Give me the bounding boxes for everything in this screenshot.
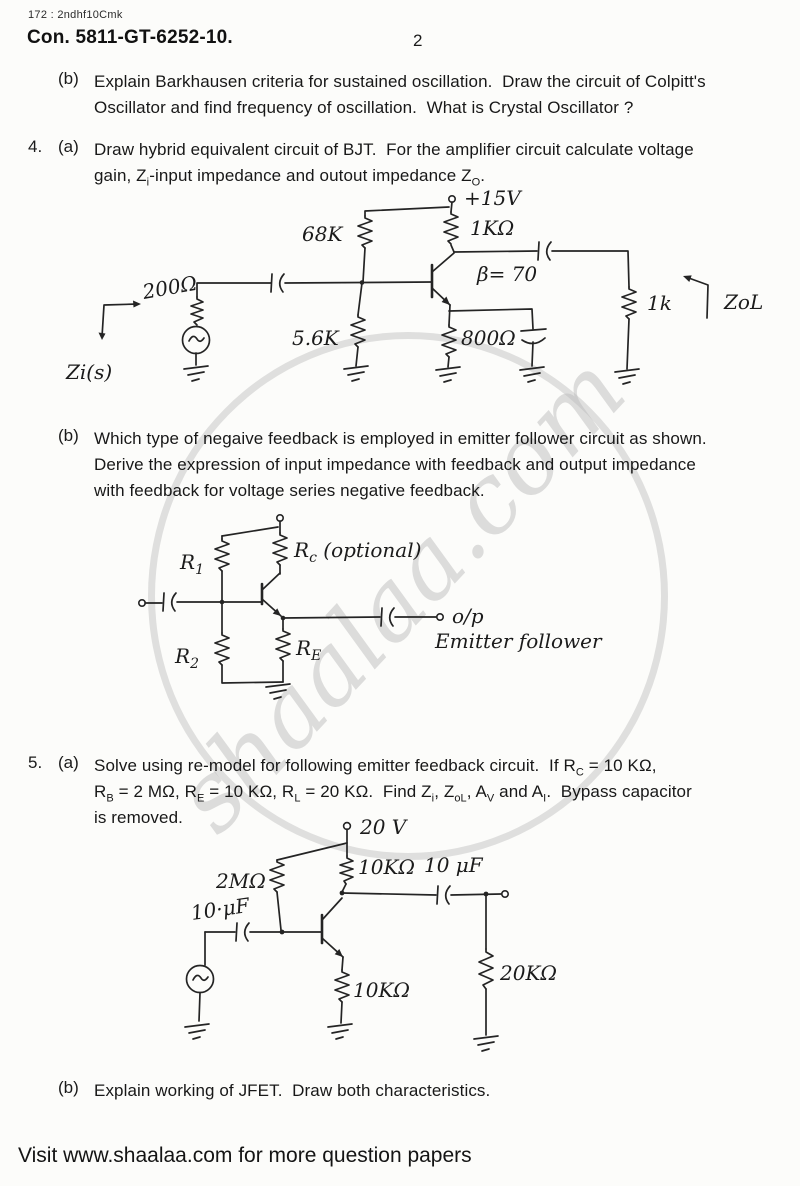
label-output-terminal: o/p xyxy=(452,604,484,628)
footer-text: Visit www.shaalaa.com for more question … xyxy=(18,1144,472,1167)
label-resistor-800: 800Ω xyxy=(461,326,516,350)
label-resistor-68k: 68K xyxy=(302,222,343,246)
label-resistor-r2: R2 xyxy=(174,644,199,672)
label-beta: β= 70 xyxy=(476,262,537,286)
label-capacitor-output: 10 μF xyxy=(424,853,484,877)
document-number: Con. 5811-GT-6252-10. xyxy=(27,27,233,48)
page-number: 2 xyxy=(413,31,423,50)
label-input-impedance: Zi(s) xyxy=(65,360,112,384)
question-number: 5. xyxy=(28,753,43,772)
label-resistor-rc-optional: Rc (optional) xyxy=(293,538,421,566)
label-resistor-5k6: 5.6K xyxy=(292,326,340,350)
question-text: Explain Barkhausen criteria for sustaine… xyxy=(94,72,706,117)
question-number: 4. xyxy=(28,137,43,156)
circuit2-wires xyxy=(137,514,444,700)
label-capacitor-input: 10·μF xyxy=(189,893,252,925)
question-part-label: (a) xyxy=(58,753,79,772)
question-text: Which type of negaive feedback is employ… xyxy=(94,429,707,500)
label-resistor-load-1k: 1k xyxy=(647,291,672,315)
circuit1-wires xyxy=(98,195,709,385)
question-part-label: (a) xyxy=(58,137,79,156)
scan-code: 172 : 2ndhf10Cmk xyxy=(28,9,123,21)
label-supply-voltage: 20 V xyxy=(359,815,409,839)
circuit3-wires xyxy=(184,821,509,1052)
label-output-impedance: ZoL xyxy=(723,290,763,314)
label-resistor-1k-collector: 1KΩ xyxy=(470,216,514,240)
watermark-circle xyxy=(148,332,668,860)
question-part-label: (b) xyxy=(58,1078,79,1097)
label-supply-voltage: +15V xyxy=(464,186,523,210)
question-text: Draw hybrid equivalent circuit of BJT. F… xyxy=(94,140,694,189)
circuit-emitter-follower: R1 R2 Rc (optional) RE o/p Emitter follo… xyxy=(137,514,603,700)
circuit-emitter-feedback: 20 V 2MΩ 10KΩ 10 μF 10·μF 10KΩ 20KΩ xyxy=(184,815,557,1052)
label-resistor-10k-collector: 10KΩ xyxy=(358,855,415,879)
label-resistor-20k-load: 20KΩ xyxy=(499,961,557,985)
question-text: Solve using re-model for following emitt… xyxy=(94,756,692,827)
label-emitter-follower-caption: Emitter follower xyxy=(434,629,603,653)
label-resistor-10k-emitter: 10KΩ xyxy=(353,978,410,1002)
label-resistor-re: RE xyxy=(295,636,321,664)
question-part-label: (b) xyxy=(58,69,79,88)
question-text: Explain working of JFET. Draw both chara… xyxy=(94,1081,491,1100)
circuit-bjt-amplifier: +15V 68K 1KΩ β= 70 200Ω 5.6K 800Ω 1k ZoL… xyxy=(65,186,763,385)
label-resistor-r1: R1 xyxy=(179,550,204,578)
question-part-label: (b) xyxy=(58,426,79,445)
label-resistor-200: 200Ω xyxy=(140,271,199,304)
label-resistor-2m: 2MΩ xyxy=(215,869,266,893)
